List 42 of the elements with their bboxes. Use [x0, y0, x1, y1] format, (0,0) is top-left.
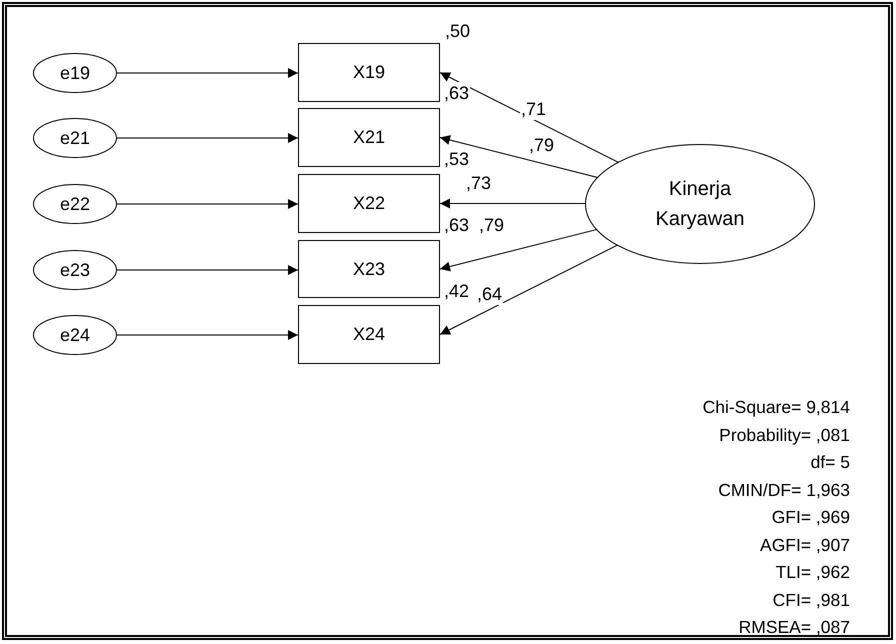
error-term-ellipse — [33, 53, 117, 93]
observed-variable-box — [298, 174, 440, 233]
node-label: e22 — [60, 192, 90, 216]
arrow — [116, 330, 298, 340]
fit-statistic: CFI= ,981 — [772, 588, 850, 612]
arrow — [440, 72, 620, 163]
arrow — [440, 228, 598, 272]
observed-variable-box — [298, 43, 440, 102]
node-label: X21 — [352, 126, 386, 149]
node-label: X19 — [352, 61, 386, 84]
fit-statistic: TLI= ,962 — [776, 561, 850, 584]
arrow — [116, 133, 298, 143]
fit-statistic: df= 5 — [810, 451, 850, 474]
error-term-ellipse — [33, 118, 117, 158]
error-term-ellipse — [33, 315, 117, 355]
error-term-ellipse — [33, 184, 117, 224]
error-term-ellipse — [33, 250, 117, 290]
arrow — [116, 68, 298, 78]
node-label: e21 — [60, 126, 90, 150]
observed-variable-box — [298, 108, 440, 167]
fit-statistic: RMSEA= ,087 — [738, 616, 850, 639]
node-label: e23 — [60, 258, 90, 282]
fit-statistic: Probability= ,081 — [719, 424, 850, 447]
node-label: e24 — [60, 324, 90, 346]
fit-statistic: AGFI= ,907 — [760, 534, 850, 556]
node-label: Kinerja Karyawan — [654, 176, 746, 232]
fit-statistic: CMIN/DF= 1,963 — [718, 478, 850, 502]
arrow — [116, 265, 298, 275]
node-label: X22 — [352, 192, 386, 215]
node-label: X24 — [352, 323, 386, 346]
observed-variable-box — [298, 240, 440, 298]
fit-statistic: GFI= ,969 — [772, 506, 850, 529]
node-label: e19 — [60, 62, 90, 84]
arrow — [440, 198, 588, 208]
arrow — [116, 199, 298, 209]
latent-variable-ellipse — [585, 144, 815, 264]
node-label: X23 — [352, 258, 386, 280]
observed-variable-box — [298, 305, 440, 364]
squared-correlation-label: ,63 — [443, 82, 470, 104]
arrow — [440, 244, 620, 335]
fit-statistic: Chi-Square= 9,814 — [702, 396, 850, 419]
arrow — [440, 135, 599, 178]
